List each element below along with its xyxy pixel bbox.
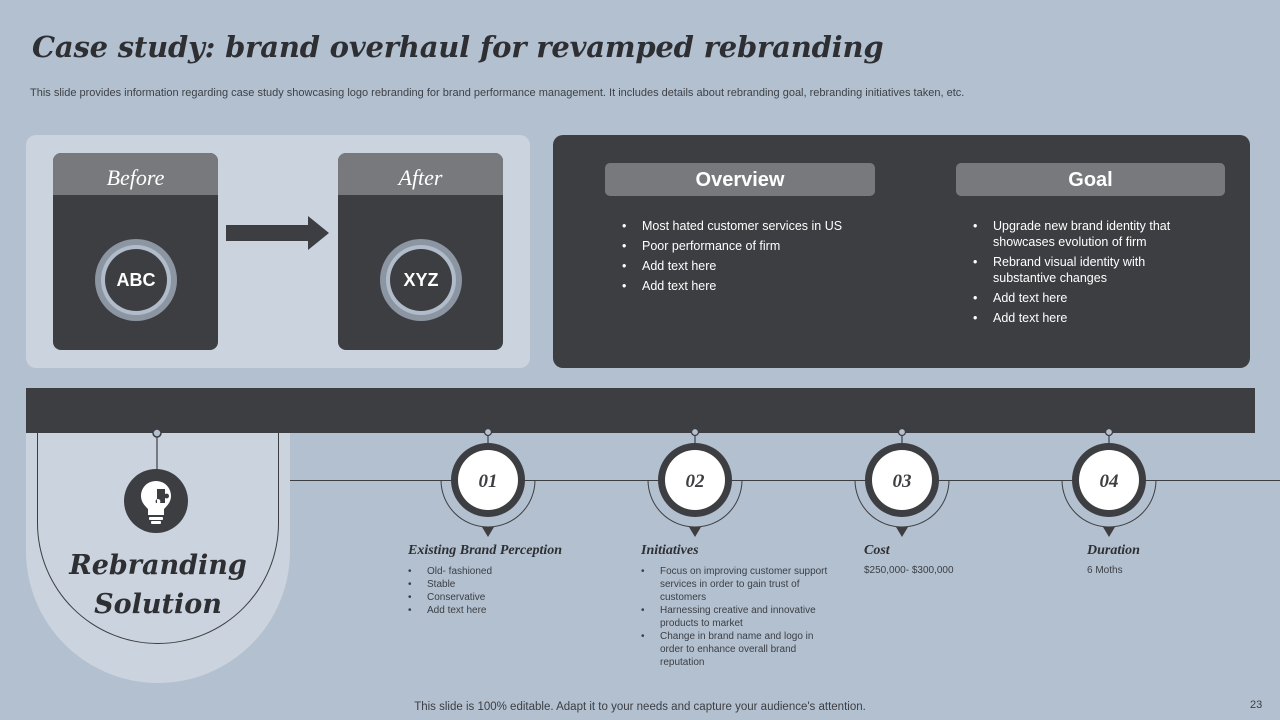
goal-list: Upgrade new brand identity that showcase… [973, 218, 1183, 330]
after-label: After [338, 153, 503, 195]
goal-heading: Goal [956, 163, 1225, 196]
step-num-04: 04 [1100, 471, 1119, 492]
goal-item: Add text here [973, 290, 1183, 306]
step-item: Change in brand name and logo in order t… [641, 630, 833, 669]
step-heading-01: Existing Brand Perception [408, 543, 563, 558]
step-marker-03: 03 [854, 427, 950, 537]
before-card: Before ABC [53, 153, 218, 350]
step-item: Add text here [408, 604, 608, 617]
slide-subtitle: This slide provides information regardin… [30, 87, 965, 99]
slide-title: Case study: brand overhaul for revamped … [32, 30, 884, 64]
step-marker-04: 04 [1061, 427, 1157, 537]
step-heading-04: Duration [1087, 543, 1140, 558]
step-item: Conservative [408, 591, 608, 604]
lightbulb-puzzle-icon [124, 469, 188, 533]
step-list-02: Focus on improving customer support serv… [641, 565, 833, 669]
after-logo: XYZ [380, 239, 462, 321]
step-num-02: 02 [686, 471, 706, 492]
before-label: Before [53, 153, 218, 195]
step-list-01: Old- fashioned Stable Conservative Add t… [408, 565, 608, 617]
after-card: After XYZ [338, 153, 503, 350]
overview-item: Most hated customer services in US [622, 218, 882, 234]
overview-item: Poor performance of firm [622, 238, 882, 254]
step-heading-02: Initiatives [641, 543, 699, 558]
page-number: 23 [1250, 699, 1263, 711]
step-item: Stable [408, 578, 608, 591]
step-num-01: 01 [479, 471, 498, 492]
before-logo: ABC [95, 239, 177, 321]
before-logo-text: ABC [105, 249, 167, 311]
overview-list: Most hated customer services in US Poor … [622, 218, 882, 298]
rebranding-title: Rebranding Solution [69, 550, 247, 620]
step-item: Focus on improving customer support serv… [641, 565, 833, 604]
step-item: Old- fashioned [408, 565, 608, 578]
overview-item: Add text here [622, 258, 882, 274]
arrow-right-icon [226, 216, 329, 250]
section-band [26, 388, 1255, 433]
step-item: Harnessing creative and innovative produ… [641, 604, 833, 630]
goal-item: Add text here [973, 310, 1183, 326]
footer-note: This slide is 100% editable. Adapt it to… [414, 701, 866, 713]
step-num-03: 03 [893, 471, 912, 492]
overview-heading: Overview [605, 163, 875, 196]
timeline-line [290, 480, 1280, 481]
step-marker-01: 01 [440, 427, 536, 537]
cost-value: $250,000- $300,000 [864, 565, 954, 576]
step-heading-03: Cost [864, 543, 890, 558]
duration-value: 6 Moths [1087, 565, 1123, 576]
overview-item: Add text here [622, 278, 882, 294]
rebranding-connector [152, 428, 162, 472]
after-logo-text: XYZ [390, 249, 452, 311]
goal-item: Rebrand visual identity with substantive… [973, 254, 1183, 286]
step-marker-02: 02 [647, 427, 743, 537]
goal-item: Upgrade new brand identity that showcase… [973, 218, 1183, 250]
